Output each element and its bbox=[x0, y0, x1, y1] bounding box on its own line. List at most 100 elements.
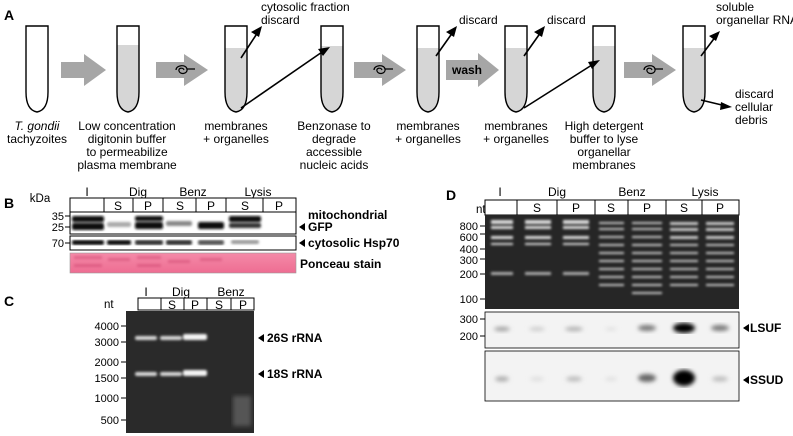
tube-2 bbox=[116, 25, 140, 113]
c-group-dig: Dig bbox=[172, 285, 190, 299]
c-rna-gel bbox=[126, 311, 254, 433]
d-lsuf-pointer bbox=[743, 324, 749, 332]
wash-label: wash bbox=[451, 63, 482, 77]
step3-line1: High detergent bbox=[565, 119, 644, 133]
d-ssud-blot bbox=[484, 350, 740, 402]
tube8-out-bottom-line2: cellular bbox=[735, 100, 773, 114]
b-marker-70: 70 bbox=[52, 238, 64, 250]
b-lane-p2: P bbox=[207, 199, 215, 213]
d-marker-600: 600 bbox=[460, 232, 478, 244]
panel-label-d: D bbox=[446, 187, 456, 203]
process-arrow-4 bbox=[624, 54, 676, 86]
step3-line3: organellar bbox=[577, 145, 630, 159]
tube6-line2: + organelles bbox=[483, 132, 549, 146]
process-arrow-2 bbox=[156, 54, 208, 86]
c-18s-pointer bbox=[258, 370, 264, 378]
tube-7 bbox=[592, 25, 616, 113]
step1-line1: Low concentration bbox=[78, 119, 175, 133]
process-arrow-1 bbox=[61, 54, 106, 86]
b-gfp-blot bbox=[69, 211, 297, 235]
c-marker-1500: 1500 bbox=[95, 373, 119, 385]
d-group-i: I bbox=[498, 185, 501, 199]
flow-arrows bbox=[240, 31, 727, 109]
step3-line2: buffer to lyse bbox=[570, 132, 639, 146]
tube-6 bbox=[504, 25, 528, 113]
step2-line4: nucleic acids bbox=[300, 158, 369, 172]
process-arrow-3 bbox=[354, 54, 406, 86]
b-lane-s3: S bbox=[241, 199, 249, 213]
step1-line2: digitonin buffer bbox=[88, 132, 167, 146]
d-marker-400: 400 bbox=[460, 244, 478, 256]
tube-3 bbox=[224, 25, 248, 113]
tube5-line1: membranes bbox=[396, 119, 459, 133]
b-marker-35: 35 bbox=[52, 211, 64, 223]
process-arrow-wash bbox=[446, 53, 499, 87]
tube1-stage: tachyzoites bbox=[7, 132, 67, 146]
d-blot-marker-200: 200 bbox=[460, 331, 478, 343]
b-label-gfp1: mitochondrial bbox=[308, 208, 387, 222]
d-marker-300: 300 bbox=[460, 255, 478, 267]
step2-line1: Benzonase to bbox=[297, 119, 371, 133]
b-label-hsp70: cytosolic Hsp70 bbox=[308, 236, 400, 250]
tube3-line2: + organelles bbox=[203, 132, 269, 146]
tube6-line1: membranes bbox=[484, 119, 547, 133]
b-group-lysis: Lysis bbox=[245, 185, 272, 199]
b-group-i: I bbox=[85, 185, 88, 199]
b-group-dig: Dig bbox=[129, 185, 147, 199]
d-small-rna-gel bbox=[485, 215, 739, 309]
tube3-out-line2: discard bbox=[261, 13, 300, 27]
d-marker-800: 800 bbox=[460, 221, 478, 233]
spin-icon-2 bbox=[373, 65, 393, 75]
b-label-ponceau: Ponceau stain bbox=[300, 257, 381, 271]
d-group-lysis: Lysis bbox=[692, 185, 719, 199]
d-group-benz: Benz bbox=[618, 185, 645, 199]
panel-label-a: A bbox=[4, 7, 14, 23]
b-marker-25: 25 bbox=[52, 222, 64, 234]
tube-5 bbox=[416, 25, 440, 113]
step2-line2: degrade bbox=[312, 132, 356, 146]
c-marker-ticks bbox=[121, 325, 126, 421]
d-label-ssud: SSUD bbox=[750, 373, 784, 387]
d-blot-marker-300: 300 bbox=[460, 314, 478, 326]
spin-icon-1 bbox=[175, 65, 195, 75]
c-label-18s: 18S rRNA bbox=[267, 367, 323, 381]
d-label-lsuf: LSUF bbox=[750, 321, 781, 335]
b-ponceau-stain bbox=[69, 252, 297, 274]
flow-arrowheads bbox=[251, 26, 732, 110]
c-marker-4000: 4000 bbox=[95, 321, 119, 333]
c-marker-500: 500 bbox=[101, 415, 119, 427]
c-nt: nt bbox=[104, 299, 114, 311]
tube3-out-line1: cytosolic fraction bbox=[261, 0, 350, 14]
b-hsp70-blot bbox=[69, 235, 297, 251]
b-gfp-pointer bbox=[299, 223, 305, 231]
tube8-out-bottom-line1: discard bbox=[735, 87, 774, 101]
tube3-line1: membranes bbox=[204, 119, 267, 133]
d-nt: nt bbox=[476, 204, 486, 216]
step2-line3: accessible bbox=[306, 145, 362, 159]
c-marker-2000: 2000 bbox=[95, 357, 119, 369]
c-lane-p1: P bbox=[191, 298, 199, 312]
b-lane-p1: P bbox=[144, 199, 152, 213]
tube-8 bbox=[682, 25, 706, 113]
b-lane-p3: P bbox=[275, 199, 283, 213]
c-lane-s1: S bbox=[168, 298, 176, 312]
d-lsuf-blot bbox=[484, 311, 740, 349]
c-group-i: I bbox=[144, 285, 147, 299]
d-lane-p1: P bbox=[572, 201, 580, 215]
d-group-dig: Dig bbox=[548, 185, 566, 199]
b-label-gfp2: GFP bbox=[308, 220, 333, 234]
b-hsp-pointer bbox=[299, 239, 305, 247]
tube-1 bbox=[25, 25, 49, 113]
tube8-out-bottom-line3: debris bbox=[735, 113, 768, 127]
d-lane-p2: P bbox=[643, 201, 651, 215]
c-lane-p2: P bbox=[239, 298, 247, 312]
panel-label-c: C bbox=[4, 293, 14, 309]
d-lane-s1: S bbox=[533, 201, 541, 215]
b-kda: kDa bbox=[30, 193, 51, 205]
c-label-26s: 26S rRNA bbox=[267, 331, 323, 345]
d-lane-s3: S bbox=[680, 201, 688, 215]
c-marker-3000: 3000 bbox=[95, 337, 119, 349]
spin-icon-3 bbox=[643, 65, 663, 75]
